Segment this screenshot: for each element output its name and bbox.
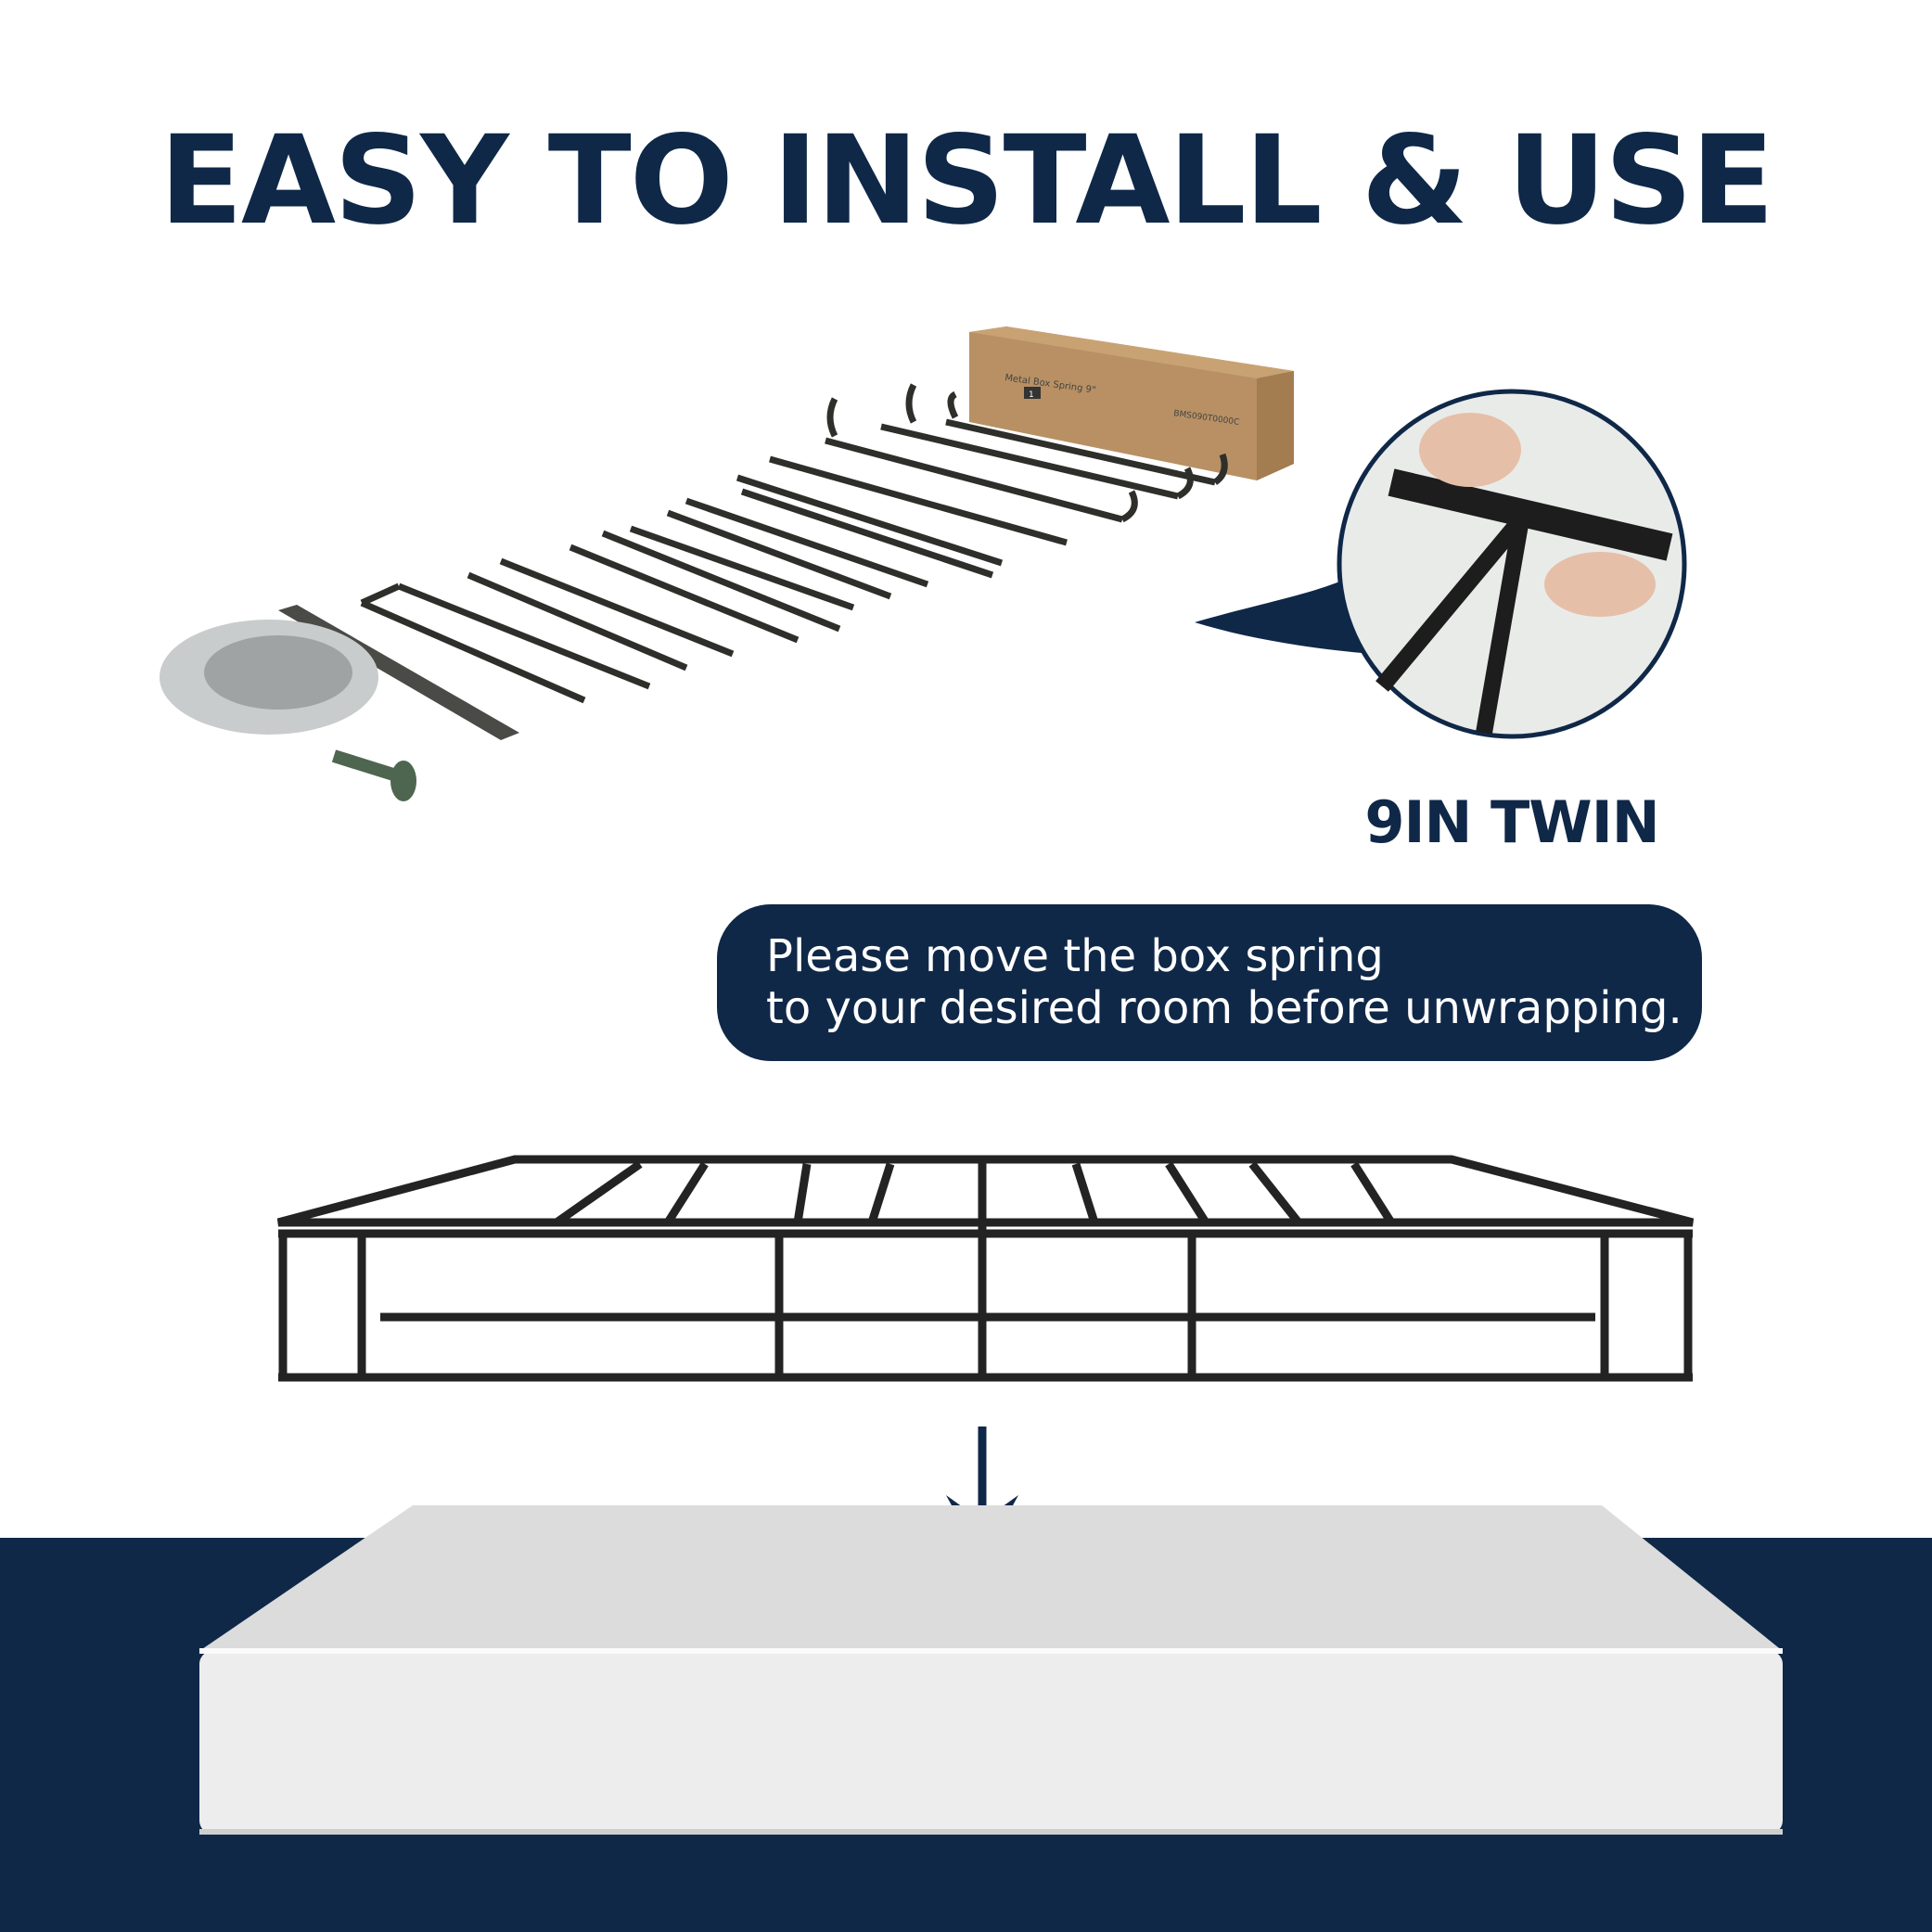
notice-banner: Please move the box spring to your desir… <box>717 904 1702 1061</box>
assembled-frame <box>276 1155 1695 1382</box>
wrench-tool <box>331 749 416 801</box>
shipping-box: Metal Box Spring 9" 1 BMS090T0000C <box>969 326 1294 480</box>
box-spring <box>199 1505 1783 1835</box>
box-number-text: 1 <box>1029 390 1034 400</box>
frame-parts <box>360 383 1228 704</box>
notice-line-1: Please move the box spring <box>766 930 1384 982</box>
notice-line-2: to your desired room before unwrapping. <box>766 982 1683 1034</box>
callout-tail <box>1195 575 1373 654</box>
page-title: EASY TO INSTALL & USE <box>159 109 1774 252</box>
install-detail-photo <box>1337 389 1687 739</box>
size-label: 9IN TWIN <box>1364 788 1659 856</box>
